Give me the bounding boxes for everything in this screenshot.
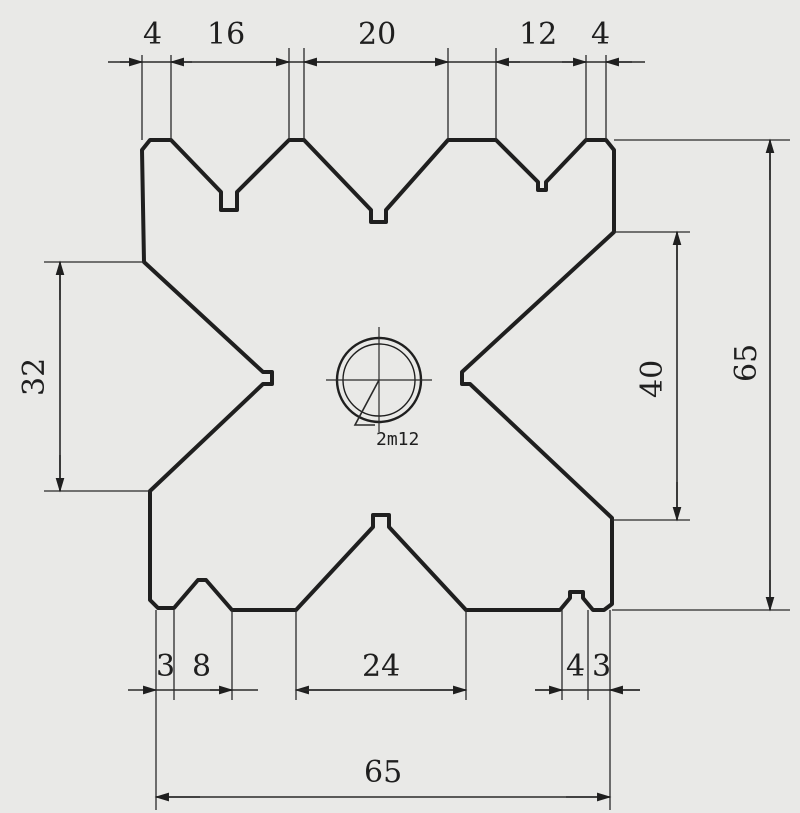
- center-hole: 2m12: [326, 327, 432, 450]
- dim-top-4: 12: [519, 17, 557, 52]
- dim-top-1: 4: [143, 17, 162, 52]
- dim-bottom-4: 4: [566, 649, 585, 684]
- left-dimension: 32: [17, 260, 150, 493]
- part-outline: [140, 138, 616, 612]
- bottom-dimension-chain: 3 8 24 4 3 65: [128, 610, 640, 810]
- thread-leader: [353, 379, 380, 426]
- dim-bottom-5: 3: [592, 649, 611, 684]
- thread-label: 2m12: [376, 429, 419, 450]
- dim-top-3: 20: [358, 17, 396, 52]
- dim-bottom-1: 3: [156, 649, 175, 684]
- dim-left-height: 32: [17, 358, 52, 396]
- top-dimension-chain: 4 16 20 12 4: [108, 17, 645, 140]
- dim-top-5: 4: [591, 17, 610, 52]
- dim-bottom-overall: 65: [364, 755, 402, 790]
- dim-right-overall: 65: [729, 344, 764, 382]
- right-inner-dimension: 40: [612, 230, 690, 522]
- dim-right-inner: 40: [635, 360, 670, 398]
- right-overall-dimension: 65: [612, 138, 790, 612]
- dim-bottom-3: 24: [362, 649, 400, 684]
- dim-bottom-2: 8: [192, 649, 211, 684]
- dim-top-2: 16: [207, 17, 245, 52]
